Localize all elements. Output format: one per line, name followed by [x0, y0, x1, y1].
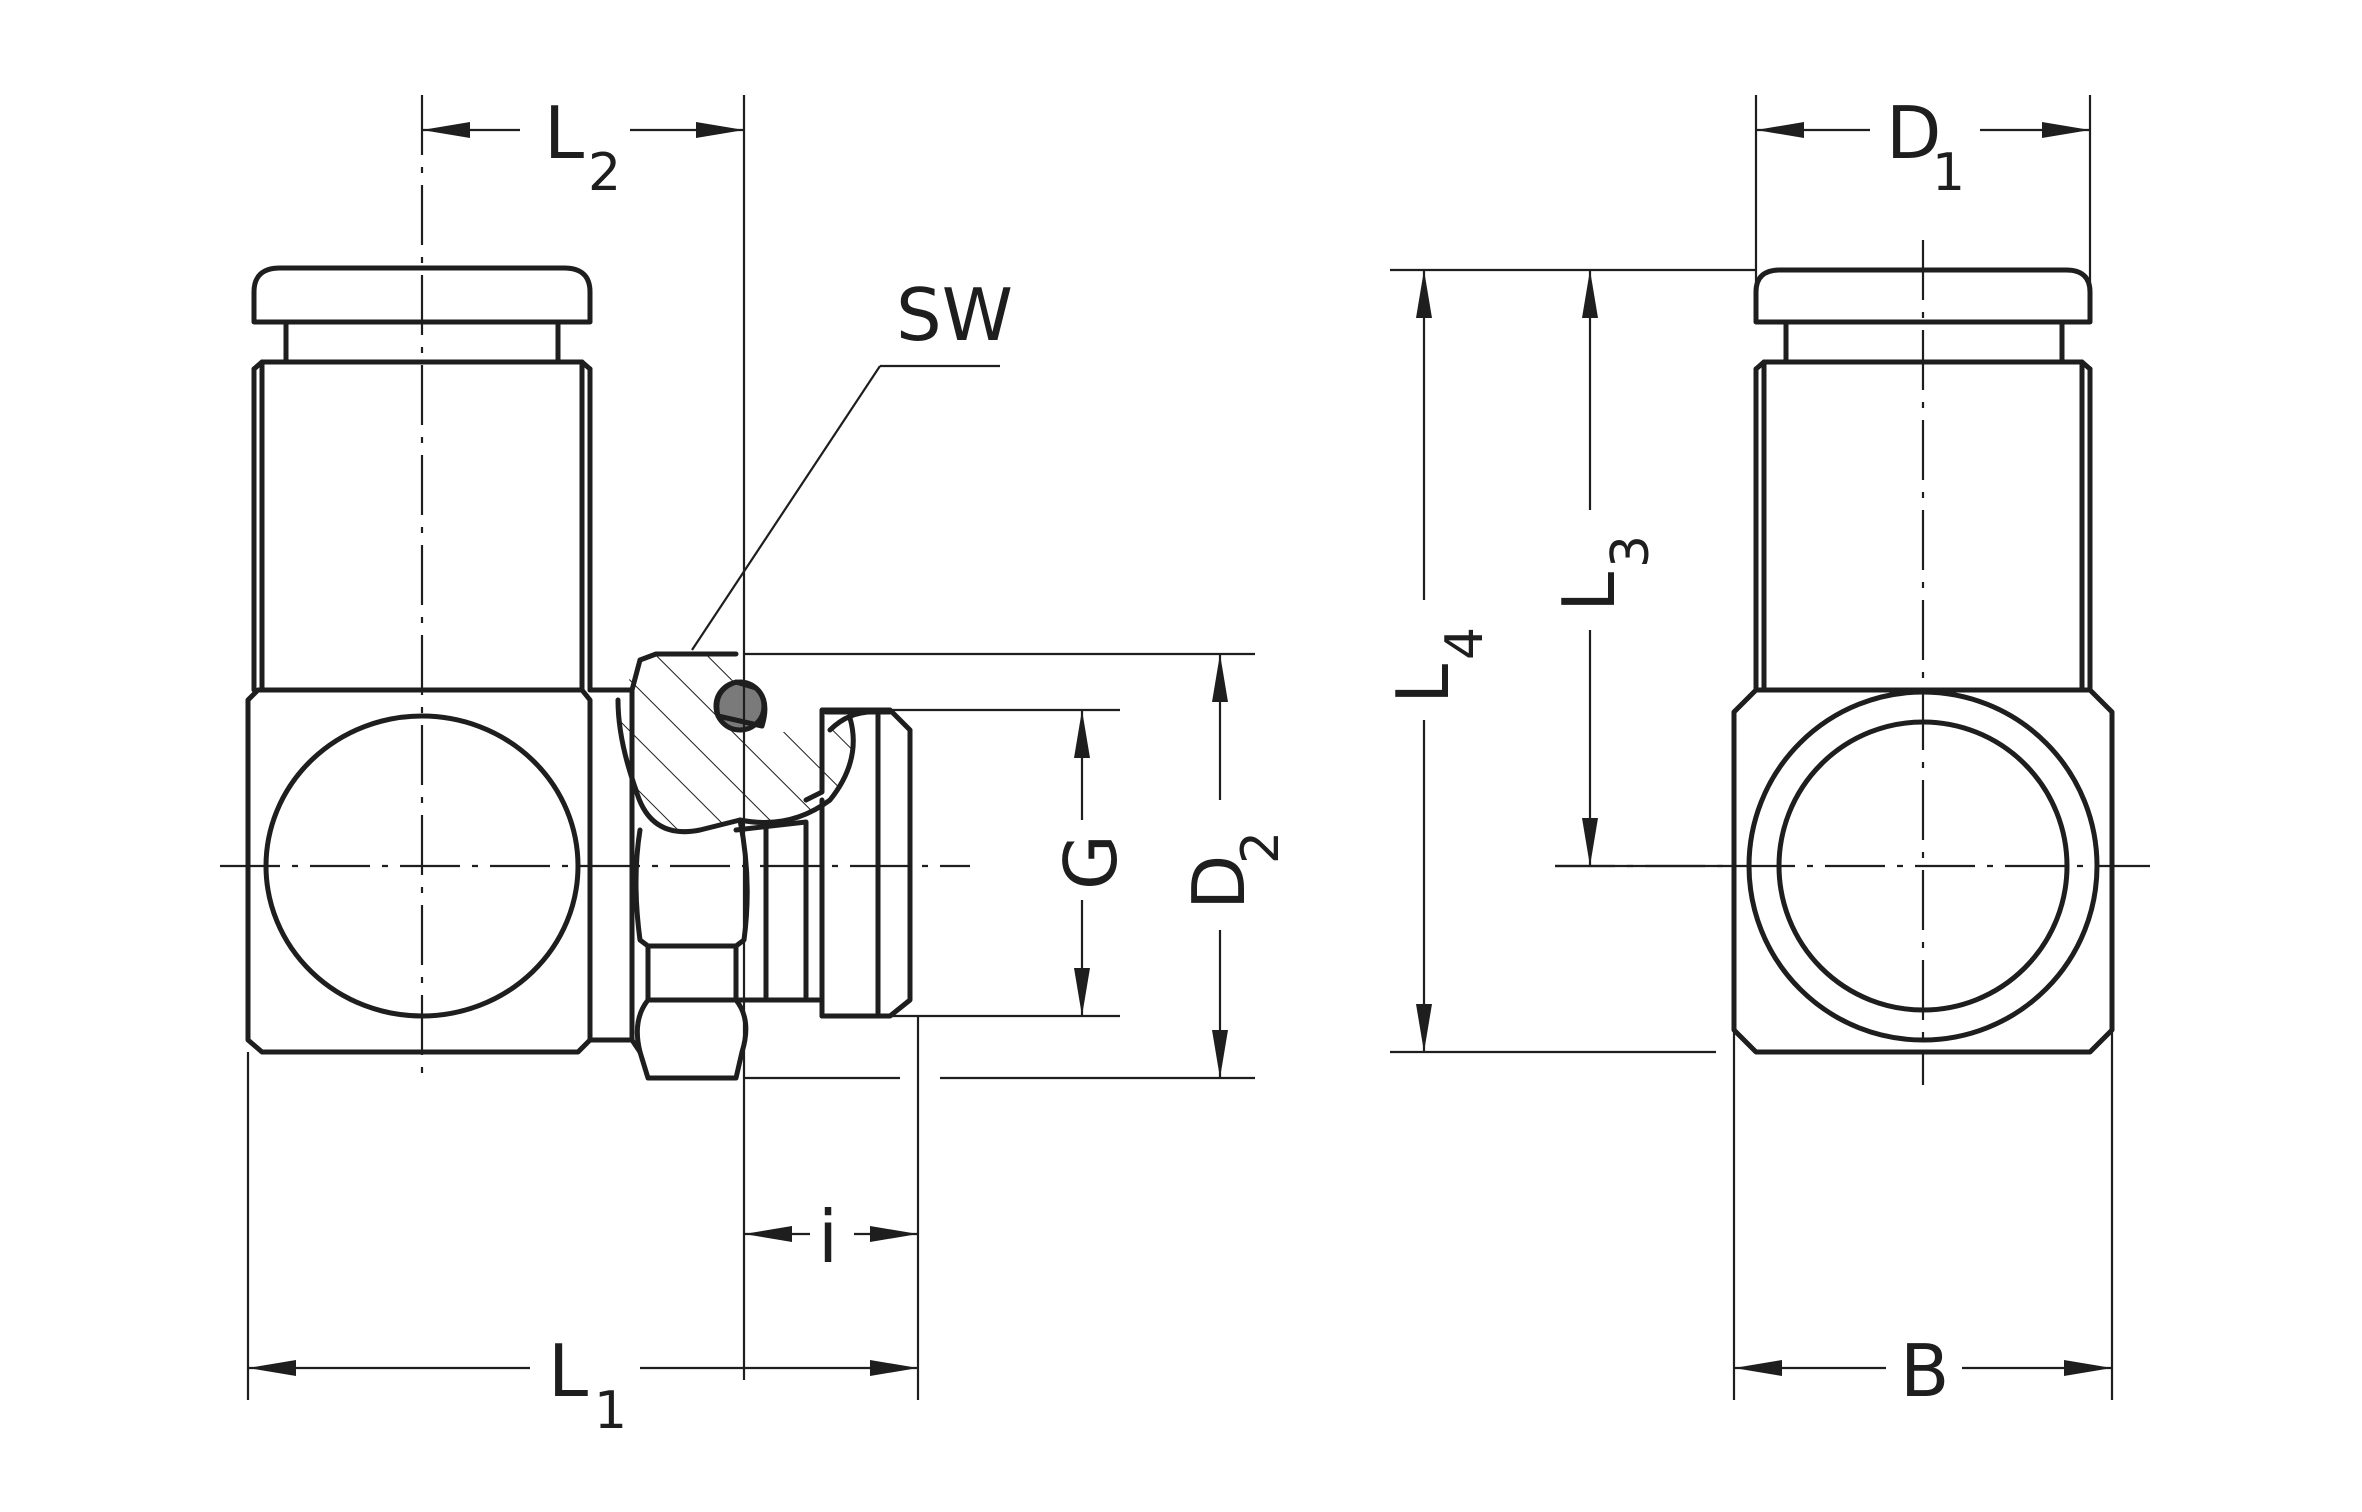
label-L1-sub: 1	[594, 1381, 627, 1441]
threaded-stud	[733, 819, 809, 1003]
swivel-nut-section	[618, 654, 854, 832]
side-elbow-housing	[1731, 687, 2115, 1055]
label-L1-main: L	[548, 1329, 588, 1413]
label-L2-sub: 2	[588, 143, 621, 203]
front-collet-cap	[251, 265, 593, 325]
front-view	[220, 95, 970, 1085]
label-B: B	[1900, 1329, 1949, 1413]
label-L3-sub: 3	[1601, 535, 1661, 568]
label-G: G	[1049, 834, 1133, 890]
front-elbow-housing	[245, 687, 593, 1055]
label-L2-main: L	[544, 91, 584, 175]
label-D2-main: D	[1177, 855, 1261, 910]
label-SW: SW	[896, 273, 1013, 357]
swivel-hex-nut	[633, 817, 750, 949]
label-i: i	[818, 1195, 838, 1279]
label-D2-sub: 2	[1231, 831, 1291, 864]
label-L3-main: L	[1547, 572, 1631, 612]
label-D1-main: D	[1886, 91, 1941, 175]
label-D1-sub: 1	[1932, 143, 1965, 203]
side-dimensions: D 1 L 4 L 3 B	[1381, 91, 2114, 1413]
label-L4-main: L	[1381, 664, 1465, 704]
thread-end	[803, 707, 913, 1019]
side-view	[1555, 240, 2150, 1085]
front-dimensions: L 2 SW D 2 G i	[246, 91, 1291, 1441]
label-L4-sub: 4	[1435, 627, 1495, 660]
